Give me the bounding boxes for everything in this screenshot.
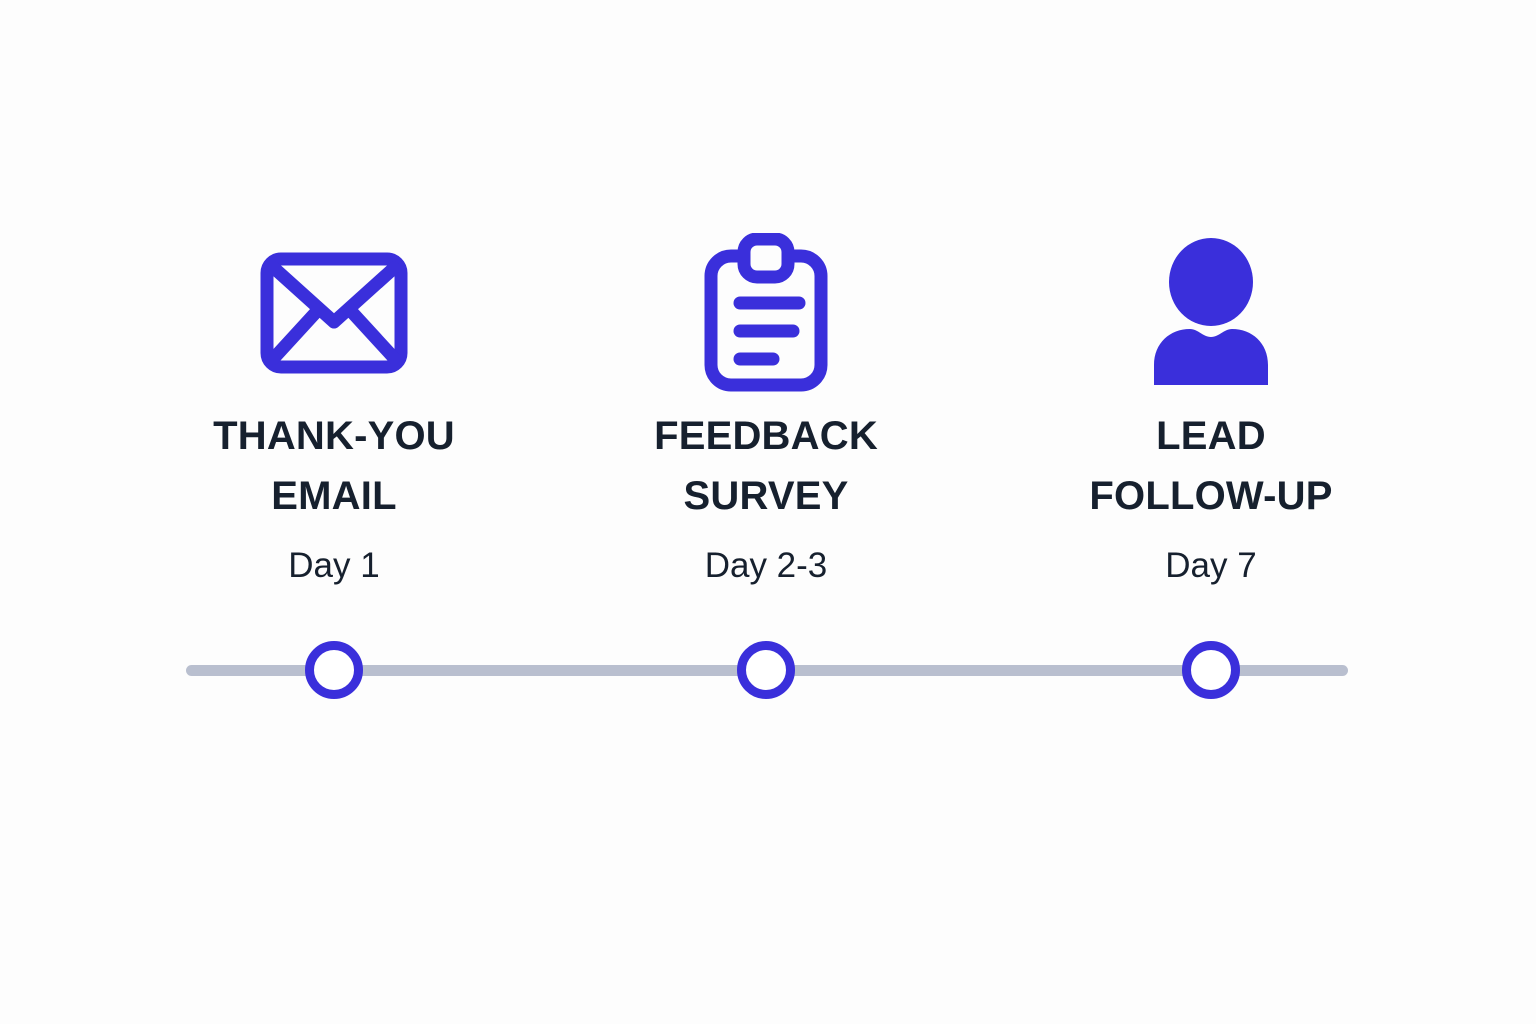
- timeline-step-thank-you-email[interactable]: THANK-YOU EMAIL Day 1: [169, 228, 499, 588]
- step-title: LEAD FOLLOW-UP: [1089, 414, 1333, 518]
- timeline-node-1[interactable]: [305, 641, 363, 699]
- timeline-node-2[interactable]: [737, 641, 795, 699]
- envelope-icon: [169, 228, 499, 398]
- timeline-step-feedback-survey[interactable]: FEEDBACK SURVEY Day 2-3: [601, 228, 931, 588]
- person-icon: [1046, 228, 1376, 398]
- step-title: FEEDBACK SURVEY: [654, 414, 878, 518]
- step-subtitle: Day 7: [1165, 546, 1257, 585]
- step-title: THANK-YOU EMAIL: [213, 414, 455, 518]
- clipboard-icon: [601, 228, 931, 398]
- timeline-node-3[interactable]: [1182, 641, 1240, 699]
- step-subtitle: Day 2-3: [704, 546, 828, 585]
- timeline-step-lead-follow-up[interactable]: LEAD FOLLOW-UP Day 7: [1046, 228, 1376, 588]
- step-subtitle: Day 1: [288, 546, 380, 585]
